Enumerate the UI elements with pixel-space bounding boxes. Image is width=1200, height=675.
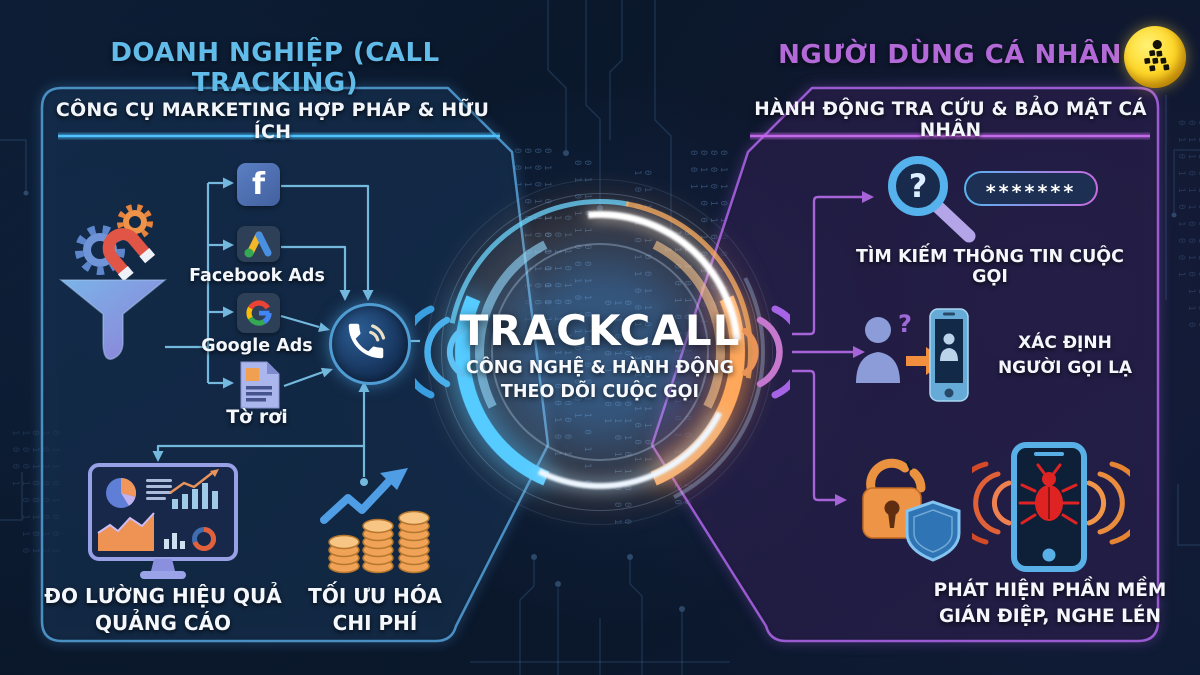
google-icon	[237, 293, 280, 333]
left-sound-waves-icon	[415, 305, 465, 399]
trend-line-icon	[169, 472, 213, 495]
blue-gear-icon	[75, 225, 125, 275]
growth-arrow-icon	[320, 474, 396, 524]
right-arrowheads	[835, 191, 874, 506]
ad-dashboard-icon	[88, 463, 238, 579]
facebook-icon: f	[237, 163, 280, 206]
call-hub-icon	[329, 303, 411, 385]
channel-label-facebook-ads: Facebook Ads	[189, 266, 325, 286]
channel-label-flyer: Tờ rơi	[226, 406, 288, 428]
person-silhouette-icon	[865, 317, 891, 343]
alert-waves-right-icon	[1086, 461, 1130, 545]
binary-texture: 0 1 1 0 1 0 0 1 1 0 1 0 0 0 1 1 0 1 1 0 …	[1176, 120, 1200, 331]
binary-texture: 0 1 1 0 1 0 0 1 1 0 1 0 0 0 1 1 0 1 1 0 …	[10, 430, 60, 557]
feature-label-caller-identify: XÁC ĐỊNH NGƯỜI GỌI LẠ	[997, 333, 1133, 378]
left-connectors	[156, 181, 420, 477]
magnifier-question-icon: ?	[888, 156, 976, 243]
smartphone-icon	[929, 308, 969, 402]
outcome-label-cost: TỐI ƯU HÓA CHI PHÍ	[308, 584, 442, 635]
bar-chart-icon	[172, 483, 218, 509]
caller-identify-icon: ?	[856, 308, 969, 402]
outcome-label-measure-ads: ĐO LƯỜNG HIỆU QUẢ QUẢNG CÁO	[44, 584, 282, 635]
broken-shackle-icon	[866, 458, 910, 493]
shield-icon	[905, 500, 961, 562]
marketing-funnel-icon	[58, 204, 168, 360]
right-connectors	[792, 195, 862, 502]
alert-waves-left-icon	[972, 461, 1012, 545]
feature-label-call-lookup: TÌM KIẾM THÔNG TIN CUỘC GỌI	[855, 247, 1124, 287]
center-title: TRACKCALL	[459, 306, 741, 355]
phone-handset-icon	[348, 323, 386, 359]
funnel-icon	[58, 279, 168, 360]
feature-label-spyware: PHÁT HIỆN PHẦN MỀM GIÁN ĐIỆP, NGHE LÉN	[933, 580, 1167, 627]
center-subtitle: CÔNG NGHỆ & HÀNH ĐỘNG THEO DÕI CUỘC GỌI	[465, 358, 734, 402]
left-arrowheads	[152, 177, 374, 486]
spyware-phone-icon	[972, 442, 1130, 572]
magnet-icon	[102, 228, 156, 282]
left-panel-header: CÔNG CỤ MARKETING HỢP PHÁP & HỮU ÍCH	[55, 99, 490, 143]
magnifier-question-mark: ?	[909, 167, 928, 205]
channel-label-google-ads: Google Ads	[201, 336, 313, 356]
pixel-runner-logo	[1124, 26, 1186, 88]
bug-icon	[1018, 463, 1080, 525]
facebook-letter: f	[251, 167, 266, 202]
right-title: NGƯỜI DÙNG CÁ NHÂN	[778, 40, 1122, 70]
google-ads-icon	[237, 226, 280, 262]
flyer-icon	[240, 361, 280, 409]
pixel-runner-icon	[1144, 39, 1170, 72]
left-title: DOANH NGHIỆP (CALL TRACKING)	[110, 38, 440, 98]
caller-question-mark: ?	[898, 310, 912, 338]
donut-chart-icon	[192, 527, 216, 551]
right-sound-waves-icon	[742, 305, 790, 399]
right-panel-header: HÀNH ĐỘNG TRA CỨU & BẢO MẬT CÁ NHÂN	[754, 99, 1147, 141]
lock-shield-icon	[862, 458, 961, 562]
area-chart-icon	[98, 513, 154, 551]
password-mask-field: *******	[964, 171, 1098, 206]
cost-optimize-icon	[320, 468, 430, 574]
coin-stacks-icon	[328, 510, 430, 574]
